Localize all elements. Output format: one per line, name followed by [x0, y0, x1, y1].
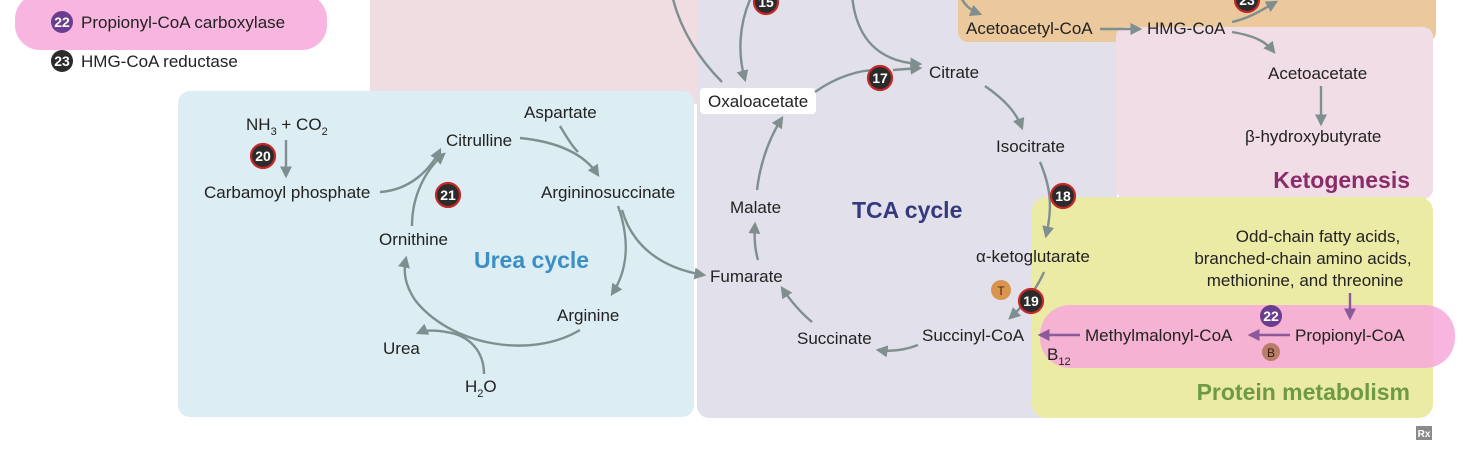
svg-text:H2O: H2O — [465, 377, 497, 400]
arrow-15-to-oxaloacetate — [736, 0, 752, 83]
beta-hydroxybutyrate: β-hydroxybutyrate — [1245, 127, 1381, 146]
legend-22-label: Propionyl-CoA carboxylase — [81, 13, 285, 32]
badge-20 — [249, 142, 277, 170]
badge-22-number: 22 — [1263, 308, 1279, 324]
arrow-arginine-to-ornithine — [398, 255, 581, 347]
badge-19 — [1017, 287, 1045, 315]
protein-source-line3: methionine, and threonine — [1207, 271, 1404, 290]
aspartate: Aspartate — [524, 103, 597, 122]
arrow-argininosuccinate-to-fumarate — [620, 209, 707, 280]
water: H2O — [465, 377, 497, 400]
legend-23-badge — [51, 50, 73, 72]
legend-22-badge — [51, 11, 73, 33]
cofactor-t-text: T — [997, 284, 1005, 298]
ornithine: Ornithine — [379, 230, 448, 249]
arrow-isocitrate-to-ketoglutarate — [1038, 161, 1055, 239]
arrow-into-oxaloacetate-from-top — [672, 0, 723, 83]
badge-23 — [1233, 0, 1261, 14]
badge-17-number: 17 — [872, 70, 888, 86]
succinate: Succinate — [797, 329, 872, 348]
b12-cofactor: B12 — [1047, 345, 1071, 368]
svg-text:B12: B12 — [1047, 345, 1071, 368]
propionyl-highlight — [1040, 305, 1455, 368]
arrow-top-to-acetoacetyl — [961, 0, 983, 17]
arrow-17-to-citrate — [892, 62, 923, 75]
arrow-hmg-to-acetoacetate — [1231, 30, 1276, 54]
arrow-argininosuccinate-to-arginine — [610, 205, 627, 296]
acetoacetate: Acetoacetate — [1268, 64, 1367, 83]
badge-17 — [866, 64, 894, 92]
tca-panel-top — [828, 0, 948, 50]
badge-20-number: 20 — [255, 148, 271, 164]
ketogenesis-title: Ketogenesis — [1273, 167, 1410, 193]
badge-22 — [1260, 305, 1282, 327]
oxaloacetate-box — [700, 88, 816, 114]
isocitrate: Isocitrate — [996, 137, 1065, 156]
oxaloacetate: Oxaloacetate — [708, 92, 808, 111]
propionyl-coa: Propionyl-CoA — [1295, 326, 1405, 345]
badge-21-number: 21 — [440, 187, 456, 203]
legend-23-label: HMG-CoA reductase — [81, 52, 238, 71]
badge-21 — [434, 181, 462, 209]
arrow-hmg-to-23 — [1231, 0, 1279, 24]
argininosuccinate: Argininosuccinate — [541, 183, 675, 202]
arrow-top-to-citrate — [851, 0, 923, 70]
protein-source-line2: branched-chain amino acids, — [1194, 249, 1411, 268]
arrow-ornithine-to-citrulline — [410, 152, 446, 227]
badge-15 — [752, 0, 780, 16]
citrate: Citrate — [929, 63, 979, 82]
badge-23-number: 23 — [1239, 0, 1255, 8]
badge-18-number: 18 — [1055, 188, 1071, 204]
fumarate: Fumarate — [710, 267, 783, 286]
tca-title: TCA cycle — [852, 197, 962, 223]
arginine: Arginine — [557, 306, 619, 325]
legend-item-22: 22 Propionyl-CoA carboxylase — [51, 11, 285, 33]
badge-15-number: 15 — [758, 0, 774, 10]
arrow-citrate-to-isocitrate — [984, 85, 1025, 131]
cofactor-b-badge — [1262, 343, 1280, 361]
legend-item-23: 23 HMG-CoA reductase — [51, 50, 238, 72]
arrow-water-to-urea — [415, 323, 486, 375]
urea-panel — [178, 91, 694, 417]
arrow-succinyl-to-succinate — [875, 343, 919, 358]
methylmalonyl-coa: Methylmalonyl-CoA — [1085, 326, 1233, 345]
succinyl-coa: Succinyl-CoA — [922, 326, 1025, 345]
acetoacetyl-coa: Acetoacetyl-CoA — [966, 19, 1093, 38]
hmg-coa: HMG-CoA — [1147, 19, 1226, 38]
rx-logo: Rx — [1416, 426, 1432, 440]
protein-title: Protein metabolism — [1197, 379, 1410, 405]
badge-19-number: 19 — [1023, 293, 1039, 309]
arrow-aspartate-merge — [558, 125, 579, 153]
cofactor-b-text: B — [1267, 346, 1275, 360]
urea: Urea — [383, 339, 420, 358]
carbamoyl-phosphate: Carbamoyl phosphate — [204, 183, 370, 202]
protein-source-line1: Odd-chain fatty acids, — [1236, 227, 1400, 246]
malate: Malate — [730, 198, 781, 217]
nh3-co2: NH3 + CO2 — [246, 115, 328, 138]
arrow-citrulline-to-argininosuccinate — [519, 136, 600, 178]
urea-title: Urea cycle — [474, 247, 589, 273]
arrow-fumarate-to-malate — [748, 221, 761, 261]
svg-text:Rx: Rx — [1418, 429, 1431, 440]
badge-18 — [1049, 182, 1077, 210]
ketogenesis-panel — [1116, 27, 1433, 199]
arrow-malate-to-oxaloacetate — [755, 115, 784, 191]
legend-22-number: 22 — [54, 14, 70, 30]
arrow-succinate-to-fumarate — [780, 286, 813, 323]
legend-highlight — [15, 0, 327, 50]
alpha-ketoglutarate: α-ketoglutarate — [976, 247, 1090, 266]
cofactor-t-badge — [991, 280, 1011, 300]
citrulline: Citrulline — [446, 131, 512, 150]
legend-23-number: 23 — [54, 53, 70, 69]
svg-text:NH3 + CO2: NH3 + CO2 — [246, 115, 328, 138]
